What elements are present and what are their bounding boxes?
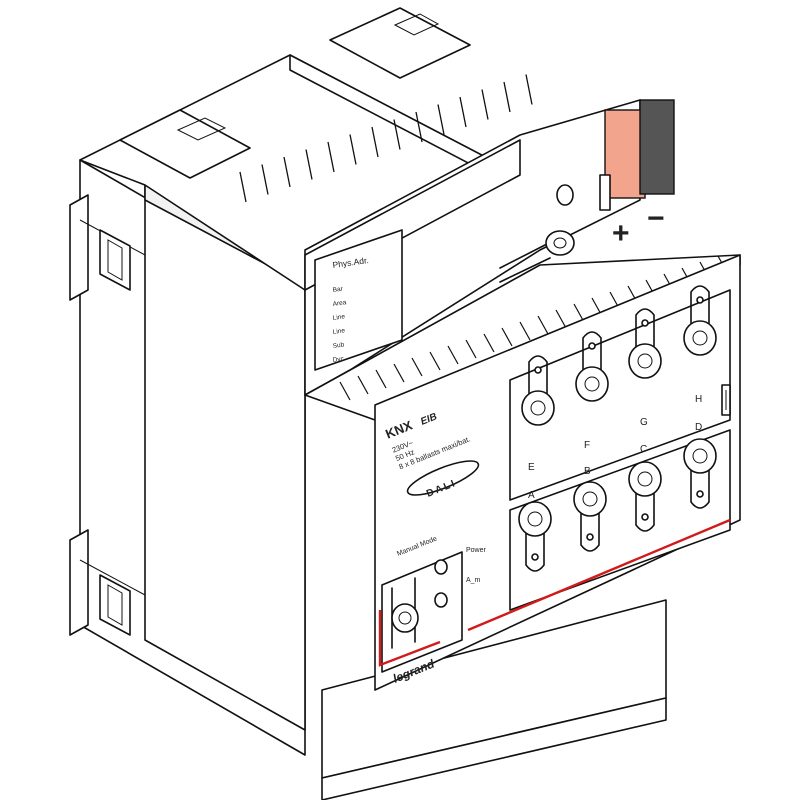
cooling-slot	[371, 126, 379, 158]
channel-button[interactable]	[573, 481, 607, 552]
channel-label: G	[640, 417, 648, 428]
cooling-slot	[447, 345, 459, 365]
cooling-slot	[481, 89, 489, 120]
label-panel-row: Bar	[332, 286, 344, 294]
channel-label: D	[695, 422, 702, 433]
upper-controls	[499, 184, 575, 283]
channel-labels: E F G H A B C D	[528, 394, 702, 501]
power-label: Power	[466, 547, 487, 554]
terminal-minus-label: −	[647, 202, 665, 235]
cooling-slot	[465, 339, 477, 359]
cooling-slot	[375, 369, 387, 389]
housing-left-side	[69, 159, 306, 756]
cooling-slot	[393, 119, 401, 150]
bus-led	[434, 592, 448, 608]
cooling-slot	[501, 327, 513, 347]
terminal-minus	[639, 99, 675, 195]
cooling-slot	[537, 315, 549, 335]
channel-button[interactable]	[575, 331, 609, 402]
power-led	[434, 559, 448, 575]
red-accent-line	[378, 518, 731, 667]
cooling-slot	[429, 351, 441, 371]
cooling-slot	[305, 149, 313, 180]
mounting-clip-bottom	[99, 574, 131, 636]
cooling-slot	[555, 309, 567, 329]
cooling-slot	[415, 111, 423, 143]
terminal-plus-label: +	[612, 217, 630, 250]
channel-label: B	[584, 466, 591, 477]
channel-button[interactable]	[518, 501, 552, 572]
bus-label: A_m	[466, 577, 481, 584]
cooling-slot	[283, 156, 291, 188]
terminal-plus	[604, 109, 646, 199]
label-panel-row: Line	[332, 327, 346, 336]
channel-label: E	[528, 462, 535, 473]
channel-buttons	[518, 285, 717, 572]
cooling-slot	[411, 357, 423, 377]
cooling-slot	[483, 333, 495, 353]
cooling-slot	[349, 134, 357, 165]
mounting-clip-top	[99, 229, 131, 291]
status-led	[556, 184, 574, 206]
channel-label: C	[640, 444, 647, 455]
manual-mode-area: Manual Mode Power A_m	[381, 535, 487, 673]
channel-label: H	[695, 394, 702, 405]
manual-mode-button[interactable]	[391, 603, 419, 633]
din-rail	[321, 599, 667, 801]
cooling-slot	[261, 164, 269, 195]
cooling-slot	[525, 74, 533, 105]
channel-label: F	[584, 440, 590, 451]
cooling-slot	[437, 104, 445, 135]
cooling-slots-upper	[239, 74, 533, 203]
cooling-slot	[327, 141, 335, 173]
cooling-slot	[339, 381, 351, 401]
label-panel-row: Sub	[332, 341, 345, 350]
channel-panel-top	[509, 289, 731, 501]
channel-button[interactable]	[683, 285, 717, 356]
label-panel-row: Area	[332, 299, 347, 308]
cooling-slot	[239, 171, 247, 203]
channel-button[interactable]	[683, 438, 717, 509]
programming-slot	[499, 244, 551, 283]
cooling-slot	[393, 363, 405, 383]
label-panel-row: Dvc	[332, 355, 345, 364]
cooling-slot	[519, 321, 531, 341]
channel-button[interactable]	[628, 461, 662, 532]
bus-terminal-block: + −	[599, 99, 675, 250]
channel-button[interactable]	[628, 308, 662, 379]
cooling-slot	[357, 375, 369, 395]
channel-label: A	[528, 490, 535, 501]
channel-panel-bottom	[509, 429, 731, 611]
cooling-slot	[503, 81, 511, 113]
cooling-slot	[459, 96, 467, 128]
channel-button[interactable]	[521, 355, 555, 426]
programming-button[interactable]	[545, 230, 575, 256]
label-panel-row: Line	[332, 313, 346, 322]
